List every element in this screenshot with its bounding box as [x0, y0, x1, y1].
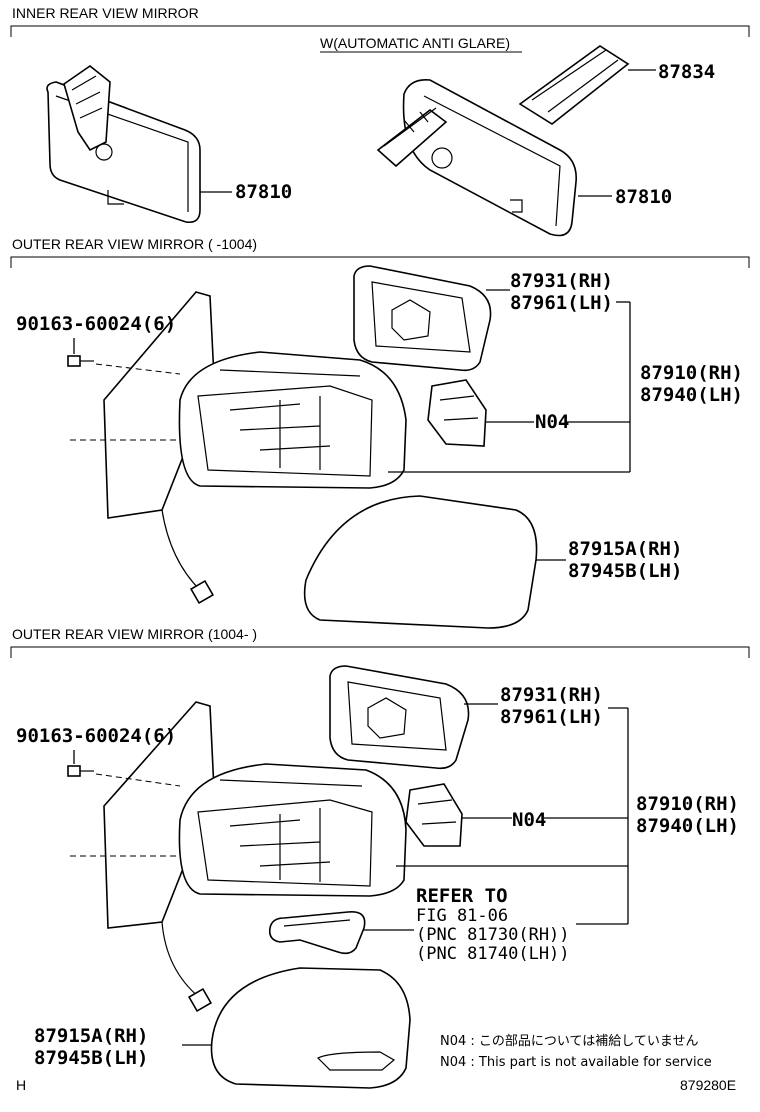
actuator-2: [405, 783, 463, 847]
note-n04-japanese: N04 : この部品については補給していません: [440, 1034, 698, 1049]
part-number-87940-1: 87940(LH): [640, 384, 743, 406]
part-number-87910-2: 87910(RH): [636, 793, 739, 815]
part-number-87945-2: 87945B(LH): [34, 1047, 148, 1069]
part-number-87940-2: 87940(LH): [636, 815, 739, 837]
part-number-87961-1: 87961(LH): [510, 292, 613, 314]
guide-dash-2a: [95, 773, 181, 787]
part-number-n04-2: N04: [512, 809, 546, 831]
part-number-87834: 87834: [658, 61, 715, 83]
mirror-glass-1: [353, 265, 492, 372]
footer-figure-id: 879280E: [680, 1077, 736, 1093]
inner-mirror-right: [376, 45, 630, 237]
section-title-outer-2: OUTER REAR VIEW MIRROR (1004- ): [12, 626, 257, 642]
guide-dash-1a: [95, 363, 181, 375]
part-number-screw-1: 90163-60024(6): [16, 313, 176, 335]
refer-line-4: (PNC 81740(LH)): [416, 944, 570, 964]
section-title-outer-1: OUTER REAR VIEW MIRROR ( -1004): [12, 236, 257, 252]
refer-line-3: (PNC 81730(RH)): [416, 925, 570, 945]
part-number-87915-1: 87915A(RH): [568, 538, 682, 560]
part-number-87915-2: 87915A(RH): [34, 1025, 148, 1047]
section-bracket-outer-2: [10, 646, 750, 658]
part-number-screw-2: 90163-60024(6): [16, 725, 176, 747]
inner-mirror-left: [46, 65, 201, 224]
mirror-housing-1: [178, 351, 407, 489]
note-n04-english: N04 : This part is not available for ser…: [440, 1055, 712, 1070]
mirror-glass-2: [329, 665, 470, 770]
screw-icon-1: [67, 355, 94, 367]
turn-signal-lamp: [268, 911, 366, 955]
part-number-87810-right: 87810: [615, 186, 672, 208]
section-title-inner: INNER REAR VIEW MIRROR: [12, 5, 199, 21]
part-number-87931-2: 87931(RH): [500, 684, 603, 706]
mirror-housing-2: [178, 763, 407, 897]
screw-icon-2: [67, 765, 94, 777]
part-number-87961-2: 87961(LH): [500, 706, 603, 728]
footer-left-code: H: [16, 1077, 26, 1093]
part-number-n04-1: N04: [535, 411, 569, 433]
refer-line-1: REFER TO: [416, 885, 508, 907]
part-number-87810-left: 87810: [235, 181, 292, 203]
section-bracket-outer-1: [10, 256, 750, 268]
mirror-cover-2: [210, 967, 411, 1089]
part-number-87945-1: 87945B(LH): [568, 560, 682, 582]
part-number-87931-1: 87931(RH): [510, 270, 613, 292]
section-bracket-inner: [10, 25, 750, 37]
actuator-1: [427, 379, 487, 447]
refer-line-2: FIG 81-06: [416, 906, 508, 926]
mirror-cover-1: [303, 495, 538, 629]
variant-label-anti-glare: W(AUTOMATIC ANTI GLARE): [320, 35, 510, 51]
part-number-87910-1: 87910(RH): [640, 362, 743, 384]
